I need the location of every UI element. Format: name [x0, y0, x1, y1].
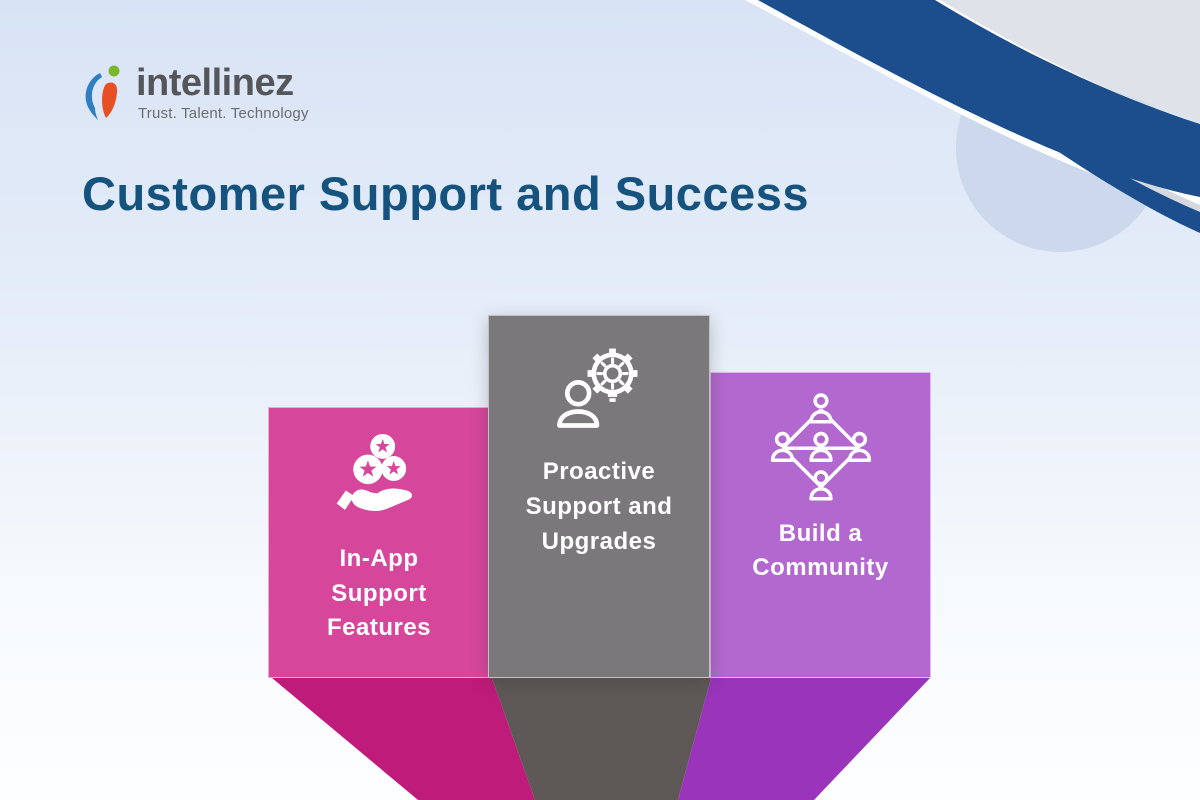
logo: intellinez Trust. Talent. Technology [82, 62, 309, 122]
card-label-line: Proactive [542, 458, 656, 485]
navy-main-wave [758, 0, 1200, 197]
logo-name: intellinez [136, 62, 294, 104]
card-label-line: Support [331, 579, 427, 607]
card-shadow-proactive-support [492, 678, 711, 800]
corner-wave-shape [930, 0, 1200, 122]
card-shadow-in-app-support [272, 678, 535, 800]
card-proactive-support: Proactive Support and Upgrades [488, 315, 710, 678]
card-shadow-build-community [678, 678, 930, 800]
card-label-line: Build a [778, 520, 863, 547]
card-label-line: Features [326, 614, 432, 641]
people-network-icon [766, 391, 876, 501]
intellinez-logo-icon [85, 65, 120, 120]
card-label-line: Support and [525, 493, 673, 520]
logo-tagline: Trust. Talent. Technology [138, 105, 309, 122]
card-label-line: Upgrades [541, 528, 657, 555]
card-build-community: Build a Community [710, 372, 931, 678]
person-gear-lightbulb-icon [547, 334, 651, 438]
card-label-line: In-App [339, 545, 419, 572]
card-label-in-app-support: In-App Support Features [327, 542, 431, 646]
card-label-build-community: Build a Community [752, 517, 889, 585]
hand-with-star-ratings-icon [333, 428, 425, 520]
logo-text-block: intellinez Trust. Talent. Technology [136, 62, 309, 122]
card-label-proactive-support: Proactive Support and Upgrades [526, 454, 673, 559]
page-title: Customer Support and Success [82, 167, 809, 220]
card-in-app-support: In-App Support Features [268, 407, 490, 678]
card-label-line: Community [752, 554, 889, 581]
